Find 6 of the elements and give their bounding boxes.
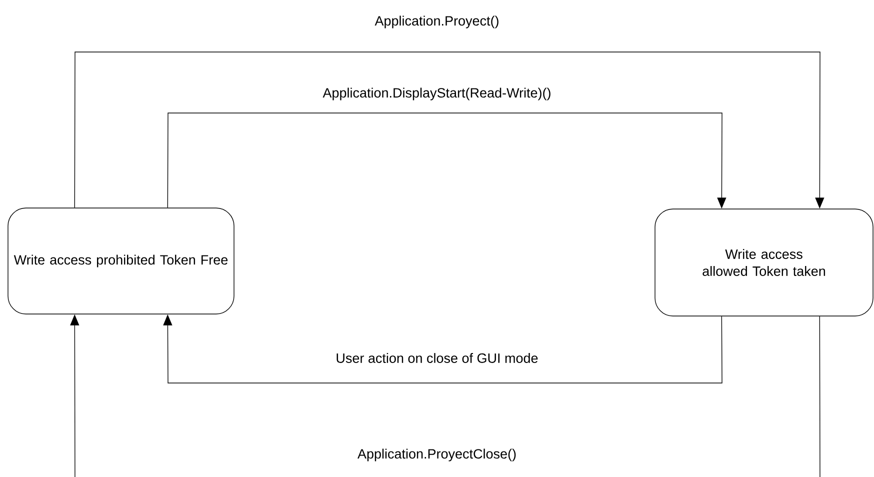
edge-label: Application.DisplayStart(Read-Write)() [322, 88, 550, 100]
edge-label: Application.Proyect() [374, 16, 498, 28]
state-box: Write access prohibited Token Free [8, 208, 234, 314]
edge-label: User action on close of GUI mode [336, 353, 538, 363]
state-box: Write access allowed Token taken [654, 208, 874, 316]
edge-label: Application.ProyectClose() [358, 448, 516, 462]
